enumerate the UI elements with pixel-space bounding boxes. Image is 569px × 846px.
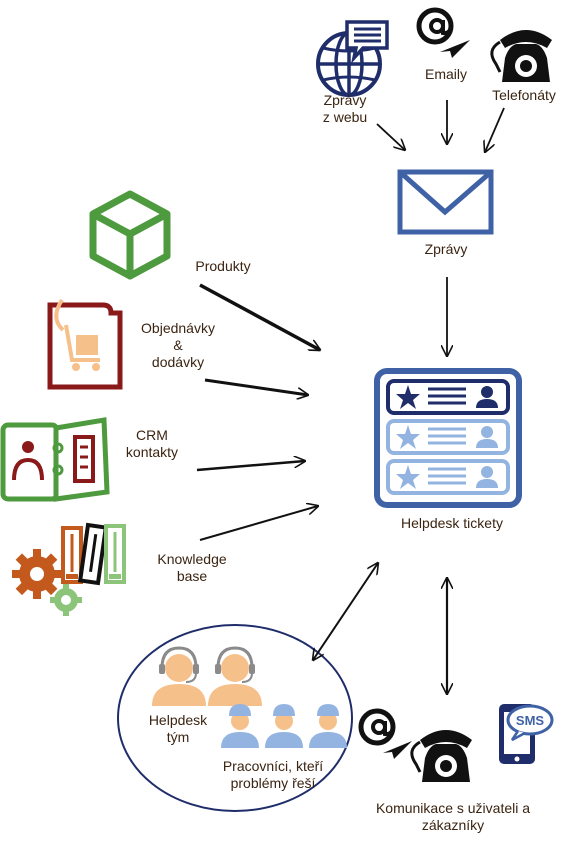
at-sign-icon bbox=[416, 7, 470, 58]
ticket-board-icon bbox=[374, 368, 522, 508]
label-workers-line2: problémy řeší bbox=[230, 775, 316, 791]
label-workers: Pracovníci, kteří problémy řeší bbox=[208, 758, 338, 792]
arrow-calls-to-messages bbox=[485, 107, 505, 152]
label-web-messages-line2: z webu bbox=[322, 109, 368, 125]
label-tickets: Helpdesk tickety bbox=[401, 515, 503, 531]
label-orders-line1: Objednávky bbox=[141, 320, 215, 336]
telephone-icon bbox=[490, 30, 552, 82]
label-web-messages-line1: Zprávy bbox=[323, 92, 367, 108]
label-orders: Objednávky & dodávky bbox=[128, 320, 228, 371]
label-crm-line1: CRM bbox=[136, 427, 168, 443]
document-cart-icon bbox=[47, 298, 123, 390]
label-team-line1: Helpdesk bbox=[148, 712, 208, 728]
arrow-crm bbox=[196, 461, 305, 472]
telephone-icon bbox=[410, 730, 472, 782]
cube-icon bbox=[89, 190, 171, 280]
sms-phone-icon: SMS bbox=[499, 704, 554, 764]
headset-agents-icon bbox=[152, 646, 262, 706]
label-orders-line3: dodávky bbox=[151, 354, 205, 370]
arrow-team-tickets bbox=[313, 563, 378, 660]
svg-text:SMS: SMS bbox=[516, 713, 545, 728]
globe-chat-icon bbox=[316, 20, 389, 97]
label-web-messages: Zprávy z webu bbox=[310, 92, 380, 126]
label-crm-line2: kontakty bbox=[125, 444, 179, 460]
arrow-orders bbox=[204, 378, 308, 395]
label-emails: Emaily bbox=[424, 66, 467, 82]
hard-hat-workers-icon bbox=[221, 704, 347, 748]
label-team: Helpdesk tým bbox=[138, 712, 218, 746]
label-messages: Zprávy bbox=[424, 241, 468, 257]
label-team-line2: tým bbox=[166, 729, 190, 745]
arrow-web-to-messages bbox=[376, 123, 405, 150]
label-crm: CRM kontakty bbox=[112, 427, 192, 461]
arrow-products bbox=[199, 283, 320, 352]
team-ellipse bbox=[117, 624, 353, 812]
envelope-icon bbox=[397, 169, 494, 235]
label-communication-line1: Komunikace s uživateli a bbox=[375, 800, 531, 816]
label-calls: Telefonáty bbox=[492, 87, 556, 103]
arrows bbox=[196, 100, 505, 694]
label-products: Produkty bbox=[195, 258, 251, 274]
label-kb: Knowledge base bbox=[147, 551, 237, 585]
label-kb-line1: Knowledge bbox=[157, 551, 227, 567]
label-orders-line2: & bbox=[173, 337, 183, 353]
label-kb-line2: base bbox=[176, 568, 208, 584]
at-sign-icon bbox=[358, 708, 412, 759]
binders-gears-icon bbox=[12, 522, 126, 616]
label-workers-line1: Pracovníci, kteří bbox=[222, 758, 324, 774]
address-book-icon bbox=[0, 417, 110, 502]
label-communication-line2: zákazníky bbox=[421, 817, 485, 833]
arrow-kb bbox=[199, 506, 318, 541]
label-communication: Komunikace s uživateli a zákazníky bbox=[358, 800, 548, 834]
